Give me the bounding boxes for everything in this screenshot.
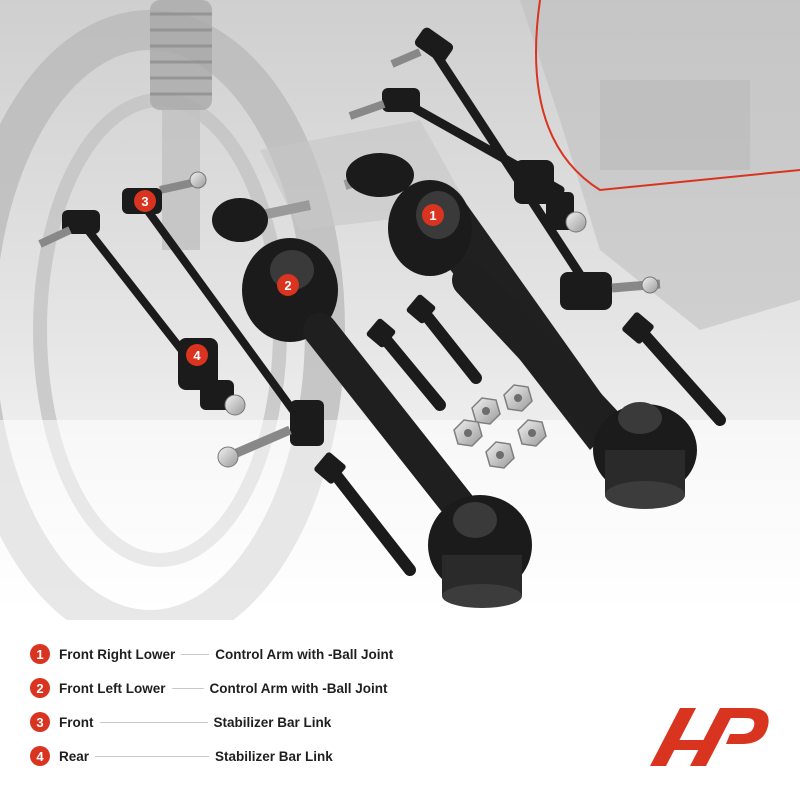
control-arm-front-right — [343, 153, 697, 509]
legend-number-2: 2 — [30, 678, 50, 698]
callout-badge-2: 2 — [277, 274, 299, 296]
legend-row-2: 2 Front Left Lower Control Arm with -Bal… — [30, 676, 388, 700]
legend-right-label-3: Stabilizer Bar Link — [213, 714, 332, 730]
legend-row-1: 1 Front Right Lower Control Arm with -Ba… — [30, 642, 393, 666]
leader-line-3 — [99, 721, 208, 723]
callout-badge-1: 1 — [422, 204, 444, 226]
leader-line-1 — [181, 653, 210, 655]
stabilizer-link-top — [348, 88, 587, 233]
nuts — [453, 384, 547, 469]
legend-row-3: 3 Front Stabilizer Bar Link — [30, 710, 331, 734]
product-scene: 1 2 3 4 — [0, 0, 800, 620]
legend-number-4: 4 — [30, 746, 50, 766]
parts-legend: 1 Front Right Lower Control Arm with -Ba… — [0, 620, 800, 800]
legend-left-label-4: Rear — [59, 748, 90, 764]
legend-number-3: 3 — [30, 712, 50, 732]
svg-text:3: 3 — [141, 194, 148, 209]
svg-text:2: 2 — [284, 278, 291, 293]
legend-right-label-4: Stabilizer Bar Link — [215, 748, 333, 764]
bolts — [314, 294, 726, 576]
callout-badge-3: 3 — [134, 190, 156, 212]
legend-right-label-1: Control Arm with -Ball Joint — [215, 646, 394, 662]
legend-left-label-2: Front Left Lower — [59, 680, 166, 696]
callout-badge-4: 4 — [186, 344, 208, 366]
brand-logo-icon — [650, 708, 769, 766]
leader-line-2 — [171, 687, 204, 689]
legend-left-label-3: Front — [59, 714, 94, 730]
stabilizer-link-front — [122, 171, 324, 468]
legend-row-4: 4 Rear Stabilizer Bar Link — [30, 744, 333, 768]
legend-left-label-1: Front Right Lower — [59, 646, 176, 662]
leader-line-4 — [95, 755, 210, 757]
stabilizer-link-right — [390, 27, 661, 310]
svg-text:4: 4 — [193, 348, 201, 363]
legend-number-1: 1 — [30, 644, 50, 664]
svg-text:1: 1 — [429, 208, 436, 223]
legend-right-label-2: Control Arm with -Ball Joint — [209, 680, 388, 696]
